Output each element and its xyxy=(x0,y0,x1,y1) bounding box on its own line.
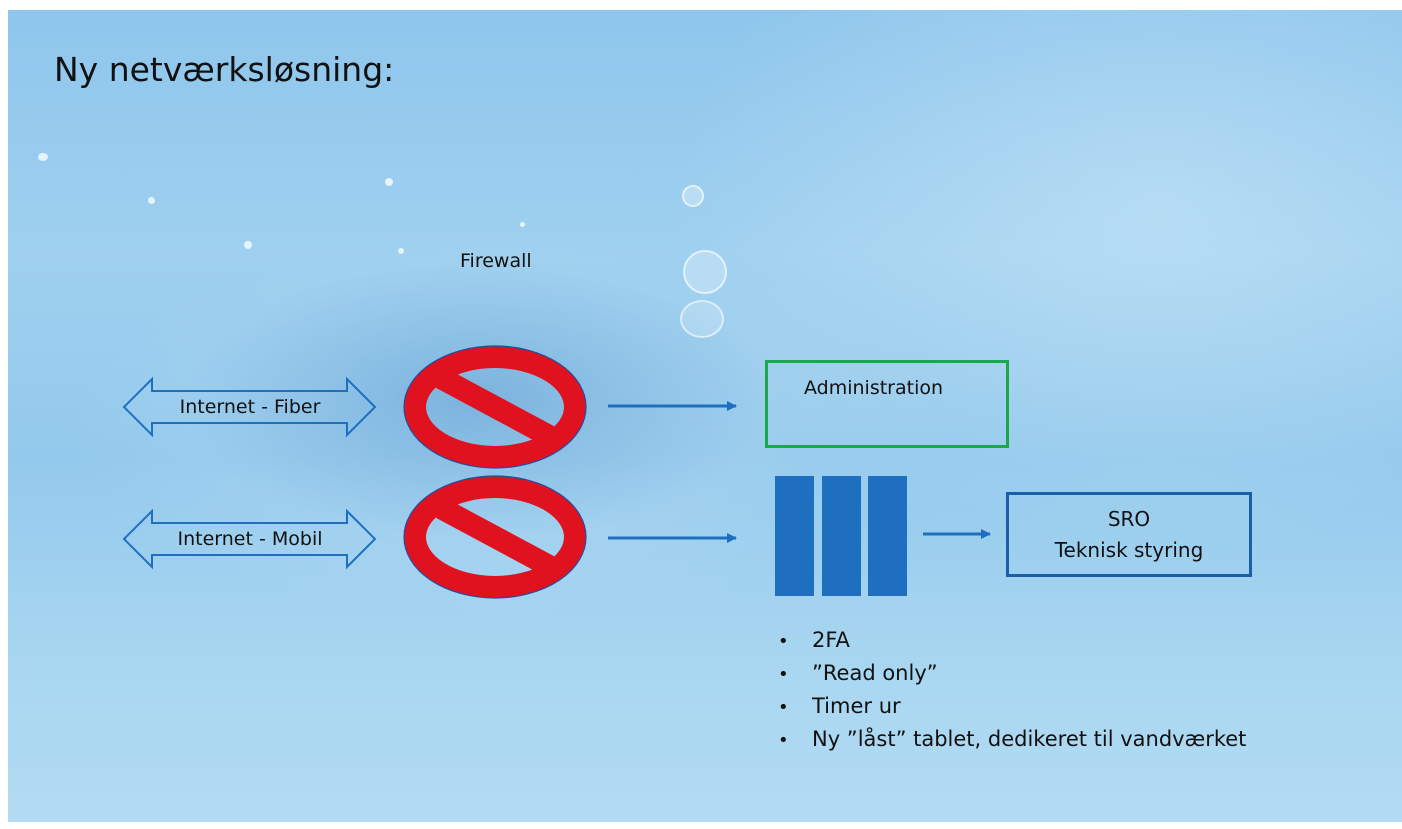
water-droplet xyxy=(680,300,724,338)
security-barrier-bar xyxy=(868,476,907,596)
water-droplet xyxy=(244,241,252,249)
fiber-label: Internet - Fiber xyxy=(179,396,321,418)
water-droplet xyxy=(520,222,525,227)
firewall-block-icon xyxy=(403,345,587,469)
firewall-block-icon xyxy=(403,475,587,599)
bullet-item: Ny ”låst” tablet, dedikeret til vandværk… xyxy=(778,723,1246,756)
water-droplet xyxy=(398,248,404,254)
slide-title: Ny netværksløsning: xyxy=(54,50,395,89)
security-features-list: 2FA ”Read only” Timer ur Ny ”låst” table… xyxy=(778,624,1246,756)
bullet-item: Timer ur xyxy=(778,690,1246,723)
water-droplet xyxy=(38,153,48,161)
bullet-item: 2FA xyxy=(778,624,1246,657)
water-droplet xyxy=(385,178,393,186)
bullet-item: ”Read only” xyxy=(778,657,1246,690)
sro-sublabel: Teknisk styring xyxy=(1054,538,1204,562)
water-droplet xyxy=(148,197,155,204)
security-barrier-bar xyxy=(775,476,814,596)
diagram-graphics xyxy=(122,345,991,599)
water-droplet xyxy=(683,250,727,294)
sro-box xyxy=(1006,492,1252,577)
fiber-double-arrow xyxy=(122,376,377,438)
mobil-label: Internet - Mobil xyxy=(177,528,323,550)
slide: Ny netværksløsning: Firewall Internet - … xyxy=(8,10,1402,822)
firewall-label: Firewall xyxy=(460,250,532,272)
security-barrier-bar xyxy=(822,476,861,596)
water-droplet xyxy=(682,185,704,207)
sro-label: SRO xyxy=(1107,507,1151,531)
mobil-double-arrow xyxy=(122,508,377,570)
administration-box xyxy=(765,360,1009,448)
administration-label: Administration xyxy=(804,377,944,399)
